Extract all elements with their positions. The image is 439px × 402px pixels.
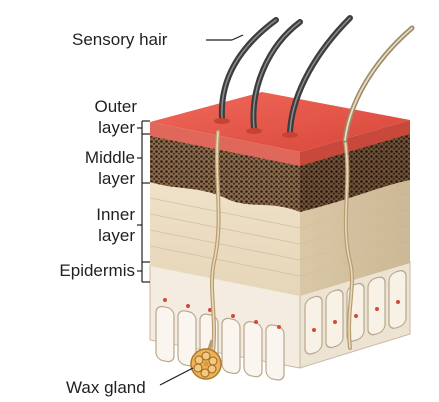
outer-layer-label-line1: Outer: [94, 97, 137, 116]
middle-layer-label-line1: Middle: [85, 148, 135, 167]
outer-layer-label-line2: layer: [98, 118, 135, 137]
wax-gland-label: Wax gland: [66, 378, 146, 397]
wax-gland-leader-line: [160, 368, 193, 385]
layer-brackets: [137, 121, 150, 282]
inner-layer-label-line1: Inner: [96, 205, 135, 224]
middle-layer-label-line2: layer: [98, 169, 135, 188]
inner-layer-label-line2: layer: [98, 226, 135, 245]
sensory-hair-label: Sensory hair: [72, 30, 167, 49]
epidermis-label: Epidermis: [59, 261, 135, 280]
